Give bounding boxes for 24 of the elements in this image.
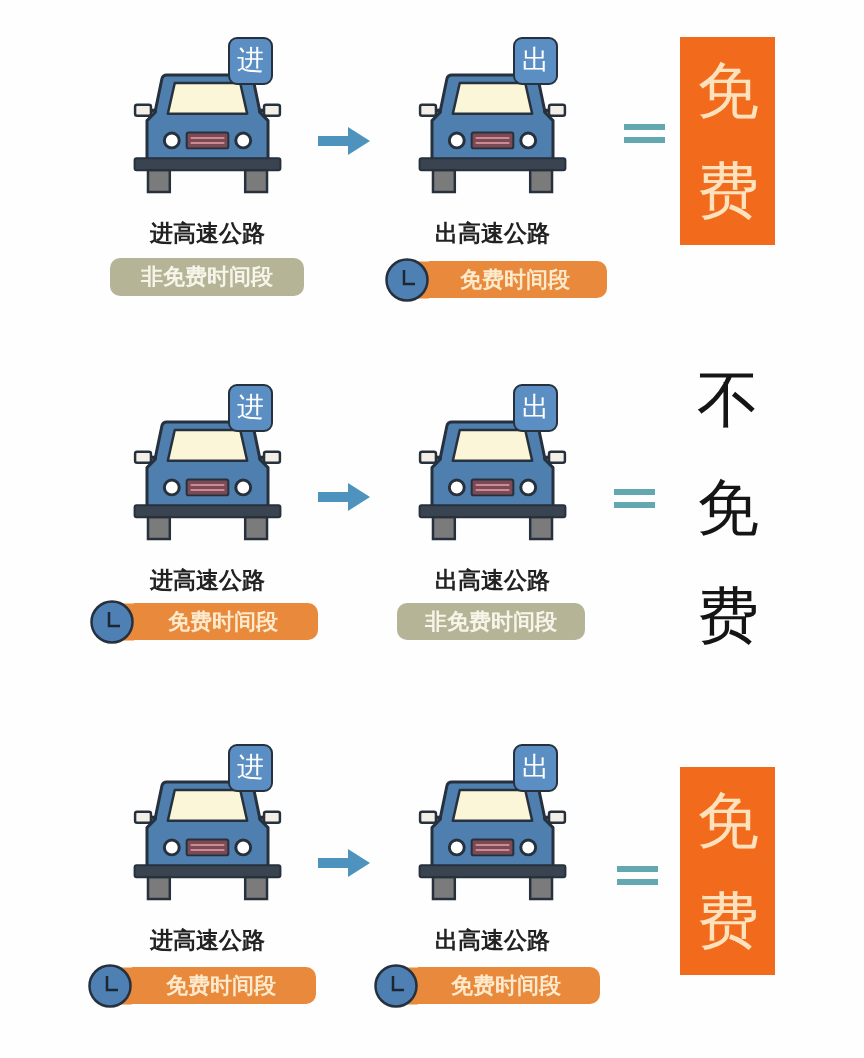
- time-period-tag: 免费时间段: [429, 261, 607, 298]
- arrow: [318, 849, 370, 877]
- time-period-tag: 免费时间段: [132, 967, 316, 1004]
- result-panel: 免费: [680, 767, 775, 975]
- time-period-tag: 免费时间段: [418, 967, 600, 1004]
- car-caption: 进高速公路: [148, 926, 266, 954]
- car-caption: 出高速公路: [434, 926, 551, 954]
- time-period-tag: 免费时间段: [134, 603, 318, 640]
- car-caption: 进高速公路: [148, 219, 266, 247]
- car-caption: 进高速公路: [148, 566, 266, 594]
- car-caption: 出高速公路: [434, 219, 551, 247]
- arrow: [318, 127, 370, 155]
- result-text: 不免费: [697, 362, 759, 654]
- direction-tag: 进: [228, 384, 273, 432]
- time-period-tag: 非免费时间段: [110, 258, 304, 296]
- direction-tag: 进: [228, 37, 273, 85]
- direction-tag: 出: [513, 744, 558, 792]
- direction-tag: 出: [513, 384, 558, 432]
- car-caption: 出高速公路: [434, 566, 551, 594]
- time-period-tag: 非免费时间段: [397, 603, 585, 640]
- direction-tag: 出: [513, 37, 558, 85]
- arrow: [318, 483, 370, 511]
- direction-tag: 进: [228, 744, 273, 792]
- result-panel: 免费: [680, 37, 775, 245]
